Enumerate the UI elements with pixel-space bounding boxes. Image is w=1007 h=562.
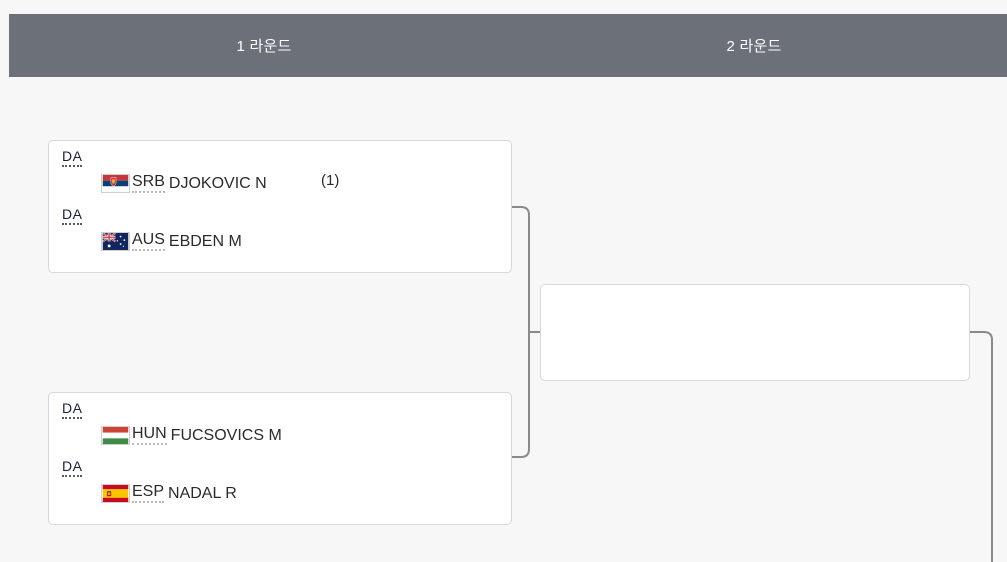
rounds-header: 1 라운드 2 라운드 — [9, 14, 1007, 77]
player-country-code: ESP — [132, 483, 165, 503]
player-info: AUS EBDEN M — [101, 231, 242, 251]
bracket-connectors — [512, 206, 993, 562]
round-header-2: 2 라운드 — [726, 38, 782, 55]
player-country-code: HUN — [132, 425, 167, 445]
bracket-container: DA SRB DJOKOVIC N (1) — [0, 77, 1007, 562]
player-name: FUCSOVICS M — [170, 426, 282, 444]
flag-spain-icon — [101, 483, 130, 503]
round-header-1: 1 라운드 — [236, 38, 292, 55]
flag-serbia-icon — [101, 173, 130, 193]
player-name: DJOKOVIC N — [168, 174, 267, 192]
match-card[interactable]: DA HUN FUCSOVICS M DA — [48, 392, 512, 525]
player-row[interactable]: DA HUN FUCSOVICS M — [49, 399, 511, 457]
player-country-code: AUS — [132, 231, 165, 251]
flag-hungary-icon — [101, 425, 130, 445]
player-name: NADAL R — [168, 484, 237, 502]
player-country-code: SRB — [132, 173, 165, 193]
player-info: SRB DJOKOVIC N — [101, 173, 267, 193]
player-da-marker[interactable]: DA — [62, 207, 83, 225]
player-da-marker[interactable]: DA — [62, 401, 83, 419]
player-name: EBDEN M — [168, 232, 242, 250]
player-row[interactable]: DA ESP NADAL R — [49, 457, 511, 515]
player-da-marker[interactable]: DA — [62, 459, 83, 477]
match-card[interactable]: DA SRB DJOKOVIC N (1) — [48, 140, 512, 273]
player-da-marker[interactable]: DA — [62, 149, 83, 167]
player-info: ESP NADAL R — [101, 483, 237, 503]
player-info: HUN FUCSOVICS M — [101, 425, 282, 445]
player-row[interactable]: DA — [49, 205, 511, 263]
match-card-empty[interactable] — [540, 284, 970, 381]
flag-australia-icon — [101, 231, 130, 251]
player-row[interactable]: DA SRB DJOKOVIC N (1) — [49, 147, 511, 205]
player-seed: (1) — [321, 172, 340, 189]
